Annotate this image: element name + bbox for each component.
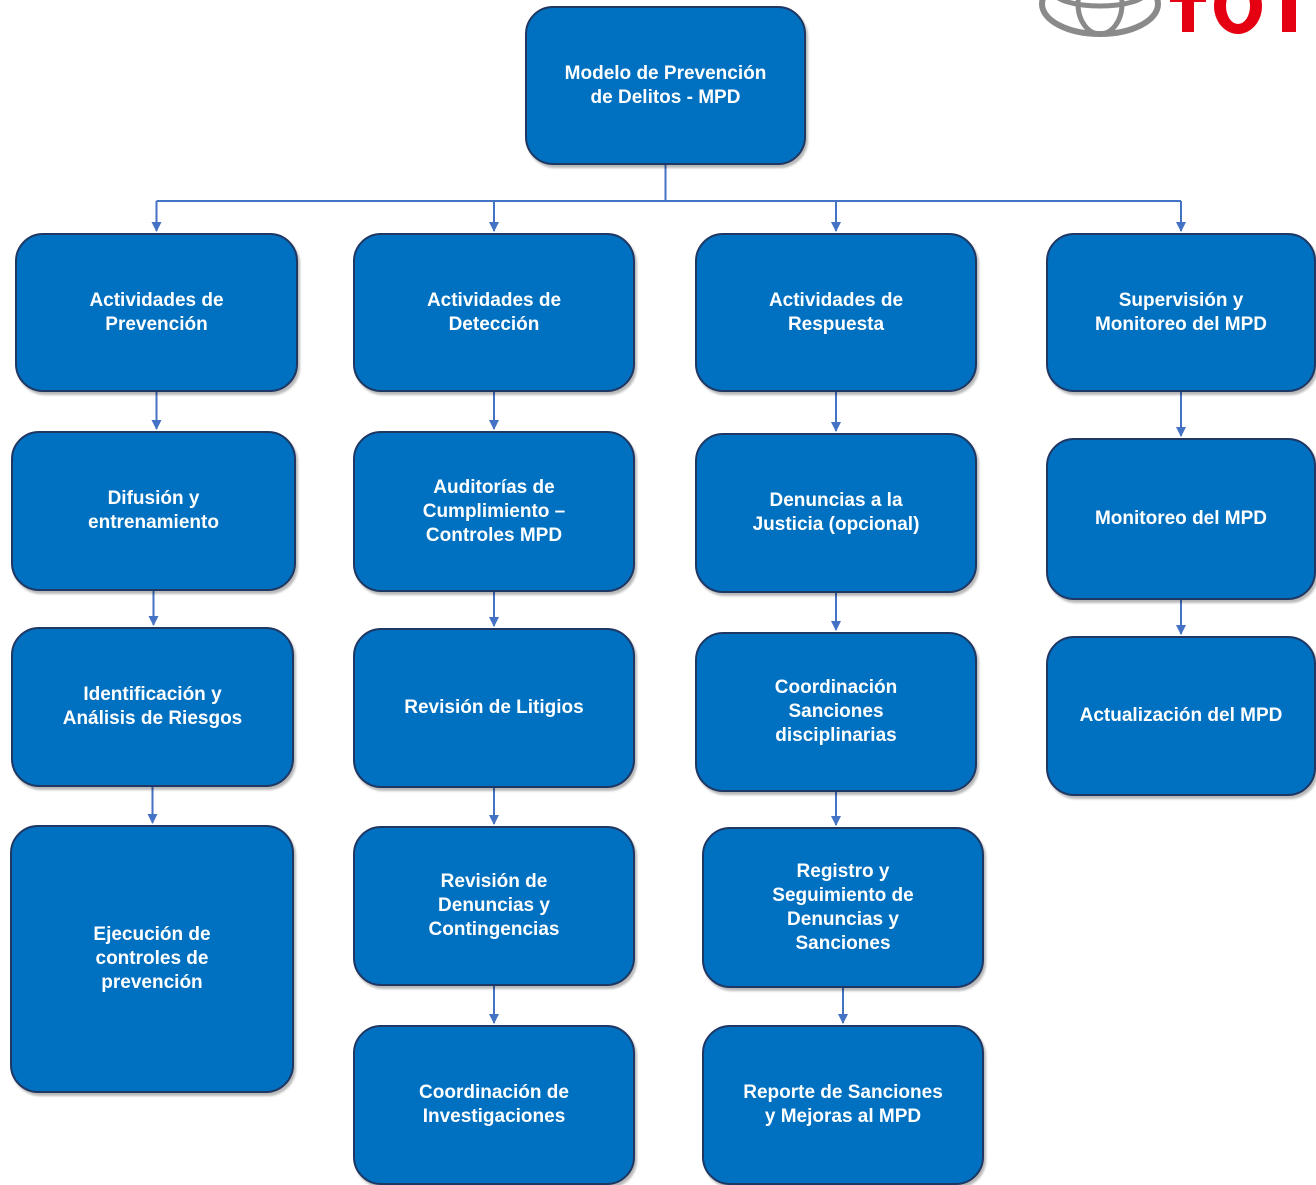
toyota-wordmark (1170, 0, 1296, 34)
column-header-label: Actividades de Detección (426, 289, 562, 335)
root-node-label: Modelo de Prevención de Delitos - MPD (564, 62, 767, 108)
node-label: Coordinación Sanciones disciplinarias (774, 677, 898, 746)
node-registro-seguimiento: Registro y Seguimiento de Denuncias y Sa… (702, 827, 984, 988)
node-auditorias: Auditorías de Cumplimiento – Controles M… (353, 431, 635, 592)
node-difusion: Difusión y entrenamiento (11, 431, 296, 591)
node-label: Revisión de Denuncias y Contingencias (428, 871, 560, 940)
node-identificacion: Identificación y Análisis de Riesgos (11, 627, 294, 787)
node-reporte-sanciones: Reporte de Sanciones y Mejoras al MPD (702, 1025, 984, 1185)
column-detection-header: Actividades de Detección (353, 233, 635, 392)
node-revision-denuncias: Revisión de Denuncias y Contingencias (353, 826, 635, 986)
toyota-emblem-icon (1039, 0, 1161, 37)
column-header-label: Actividades de Prevención (89, 289, 224, 335)
node-coordinacion-sanciones: Coordinación Sanciones disciplinarias (695, 632, 977, 792)
node-label: Revisión de Litigios (404, 697, 584, 718)
node-label: Identificación y Análisis de Riesgos (62, 684, 243, 729)
node-label: Monitoreo del MPD (1094, 508, 1268, 529)
column-prevention-header: Actividades de Prevención (15, 233, 298, 392)
node-label: Coordinación de Investigaciones (419, 1082, 569, 1127)
node-label: Actualización del MPD (1079, 705, 1283, 726)
node-ejecucion: Ejecución de controles de prevención (10, 825, 294, 1093)
node-actualizacion: Actualización del MPD (1046, 636, 1316, 796)
node-label: Denuncias a la Justicia (opcional) (752, 490, 920, 535)
node-label: Auditorías de Cumplimiento – Controles M… (422, 476, 566, 546)
node-label: Reporte de Sanciones y Mejoras al MPD (743, 1082, 943, 1127)
node-label: Difusión y entrenamiento (88, 488, 219, 533)
node-litigios: Revisión de Litigios (353, 628, 635, 788)
column-header-label: Supervisión y Monitoreo del MPD (1094, 289, 1268, 335)
toyota-logo (1030, 0, 1316, 51)
node-monitoreo: Monitoreo del MPD (1046, 438, 1316, 600)
node-label: Ejecución de controles de prevención (93, 924, 211, 993)
column-supervision-header: Supervisión y Monitoreo del MPD (1046, 233, 1316, 392)
column-header-label: Actividades de Respuesta (768, 289, 904, 335)
node-coordinacion-investigaciones: Coordinación de Investigaciones (353, 1025, 635, 1185)
root-node: Modelo de Prevención de Delitos - MPD (525, 6, 806, 165)
node-label: Registro y Seguimiento de Denuncias y Sa… (772, 860, 914, 954)
column-response-header: Actividades de Respuesta (695, 233, 977, 392)
node-denuncias-justicia: Denuncias a la Justicia (opcional) (695, 433, 977, 593)
